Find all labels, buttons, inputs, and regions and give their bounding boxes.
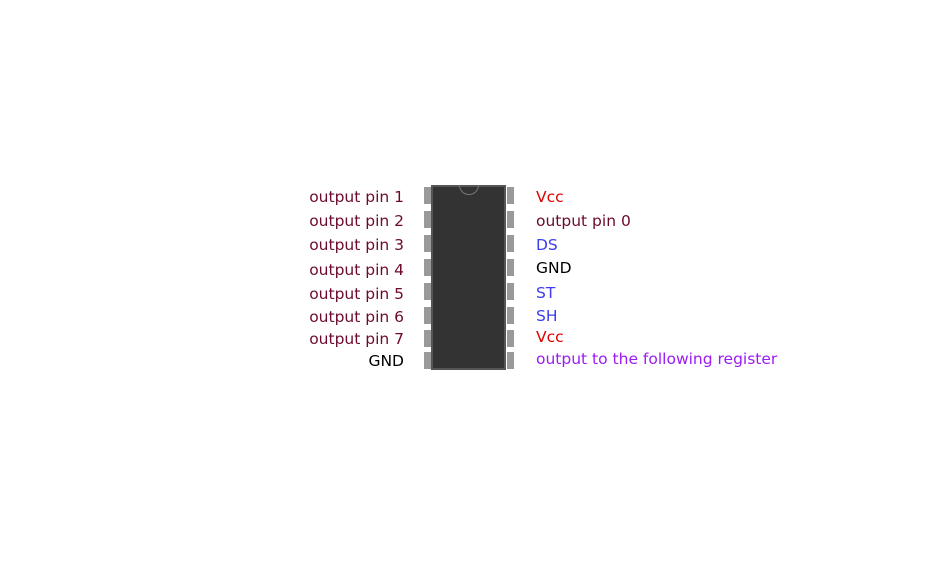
right-pin-3 [507,235,514,252]
right-pin-label: Vcc [536,188,564,206]
right-pin-1 [507,187,514,204]
right-pin-5 [507,283,514,300]
left-pin-label: output pin 7 [309,330,404,348]
left-pin-label: output pin 6 [309,308,404,326]
right-pin-label: GND [536,259,572,277]
left-pin-label: GND [368,352,404,370]
right-pin-8 [507,352,514,369]
left-pin-label: output pin 3 [309,236,404,254]
left-pin-6 [424,307,431,324]
right-pin-label: ST [536,284,556,302]
right-pin-2 [507,211,514,228]
left-pin-4 [424,259,431,276]
left-pin-2 [424,211,431,228]
left-pin-8 [424,352,431,369]
right-pin-label: DS [536,236,558,254]
left-pin-label: output pin 4 [309,261,404,279]
right-pin-label: SH [536,307,558,325]
right-pin-label: output pin 0 [536,212,631,230]
ic-chip-body [431,185,506,370]
left-pin-label: output pin 1 [309,188,404,206]
chip-notch-icon [459,185,479,195]
left-pin-label: output pin 5 [309,285,404,303]
right-pin-label: Vcc [536,328,564,346]
right-pin-4 [507,259,514,276]
right-pin-label: output to the following register [536,350,778,368]
left-pin-7 [424,330,431,347]
left-pin-3 [424,235,431,252]
left-pin-label: output pin 2 [309,212,404,230]
right-pin-6 [507,307,514,324]
left-pin-1 [424,187,431,204]
left-pin-5 [424,283,431,300]
right-pin-7 [507,330,514,347]
